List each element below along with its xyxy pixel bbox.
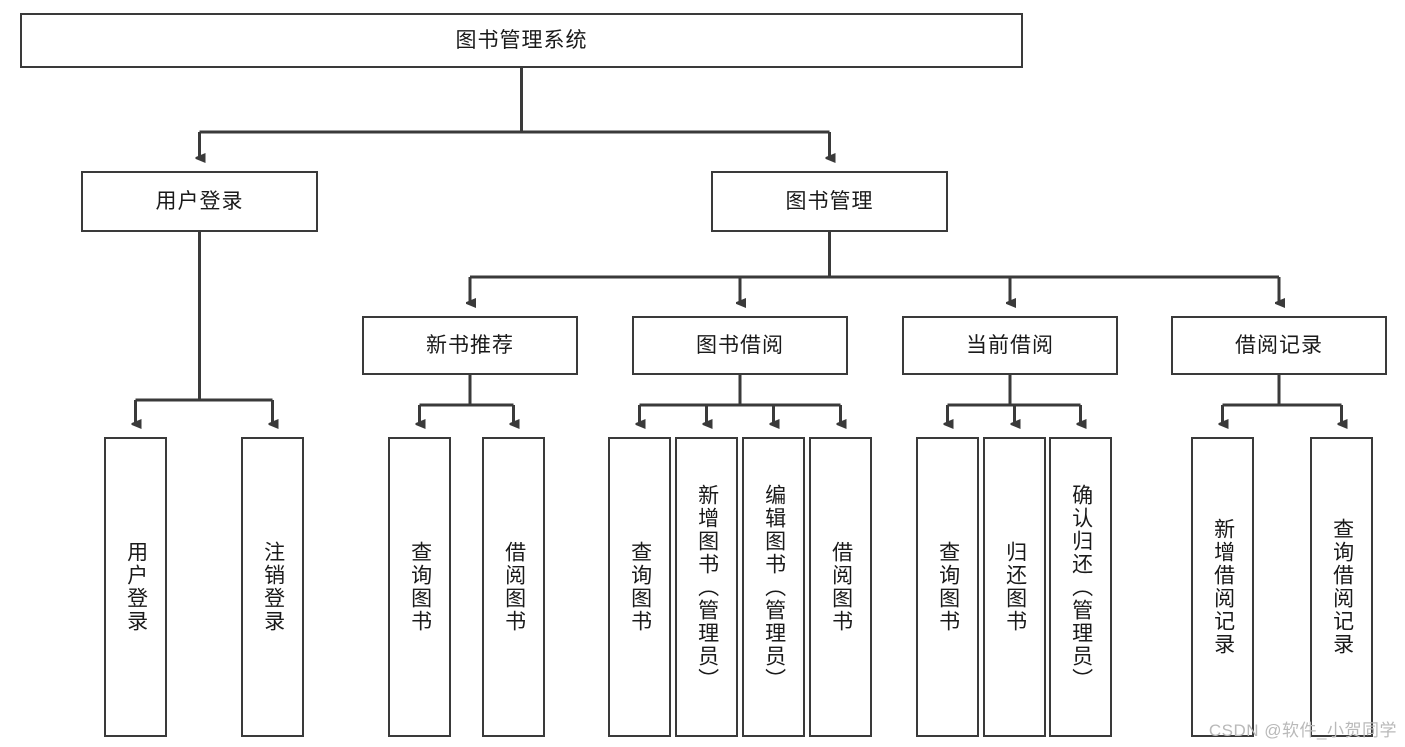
node-new-book-rec[interactable]: 新书推荐 — [362, 316, 578, 375]
node-leaf-edit-book[interactable]: 编辑图书（管理员） — [742, 437, 805, 737]
node-user-login[interactable]: 用户登录 — [81, 171, 318, 232]
node-leaf-user-logout[interactable]: 注销登录 — [241, 437, 304, 737]
node-leaf-query-book-2[interactable]: 查询图书 — [608, 437, 671, 737]
node-leaf-query-book-1[interactable]: 查询图书 — [388, 437, 451, 737]
node-leaf-return-book[interactable]: 归还图书 — [983, 437, 1046, 737]
node-label: 图书管理系统 — [455, 28, 588, 52]
node-label: 借阅记录 — [1235, 333, 1323, 357]
node-label: 借阅图书 — [502, 541, 526, 633]
node-root[interactable]: 图书管理系统 — [20, 13, 1023, 68]
node-book-borrow[interactable]: 图书借阅 — [632, 316, 848, 375]
node-leaf-query-book-3[interactable]: 查询图书 — [916, 437, 979, 737]
node-label: 借阅图书 — [829, 541, 853, 633]
node-label: 新增图书（管理员） — [695, 483, 719, 691]
node-label: 图书管理 — [785, 189, 874, 213]
node-leaf-add-record[interactable]: 新增借阅记录 — [1191, 437, 1254, 737]
node-leaf-confirm-return[interactable]: 确认归还（管理员） — [1049, 437, 1112, 737]
node-leaf-user-login[interactable]: 用户登录 — [104, 437, 167, 737]
node-label: 编辑图书（管理员） — [762, 483, 786, 691]
node-label: 确认归还（管理员） — [1069, 483, 1093, 691]
node-label: 新增借阅记录 — [1211, 518, 1235, 656]
node-label: 当前借阅 — [966, 333, 1054, 357]
node-leaf-query-record[interactable]: 查询借阅记录 — [1310, 437, 1373, 737]
node-label: 新书推荐 — [426, 333, 514, 357]
node-leaf-add-book[interactable]: 新增图书（管理员） — [675, 437, 738, 737]
node-book-manage[interactable]: 图书管理 — [711, 171, 948, 232]
node-label: 查询图书 — [408, 541, 432, 633]
node-label: 图书借阅 — [696, 333, 784, 357]
node-label: 用户登录 — [155, 189, 244, 213]
node-label: 归还图书 — [1003, 541, 1027, 633]
node-leaf-borrow-book-1[interactable]: 借阅图书 — [482, 437, 545, 737]
watermark-text: CSDN @软件_小贺同学 — [1208, 721, 1397, 740]
node-borrow-record[interactable]: 借阅记录 — [1171, 316, 1387, 375]
node-label: 用户登录 — [124, 541, 148, 633]
node-label: 查询借阅记录 — [1330, 518, 1354, 656]
node-label: 查询图书 — [936, 541, 960, 633]
node-leaf-borrow-book-2[interactable]: 借阅图书 — [809, 437, 872, 737]
node-current-borrow[interactable]: 当前借阅 — [902, 316, 1118, 375]
node-label: 注销登录 — [261, 541, 285, 633]
node-label: 查询图书 — [628, 541, 652, 633]
